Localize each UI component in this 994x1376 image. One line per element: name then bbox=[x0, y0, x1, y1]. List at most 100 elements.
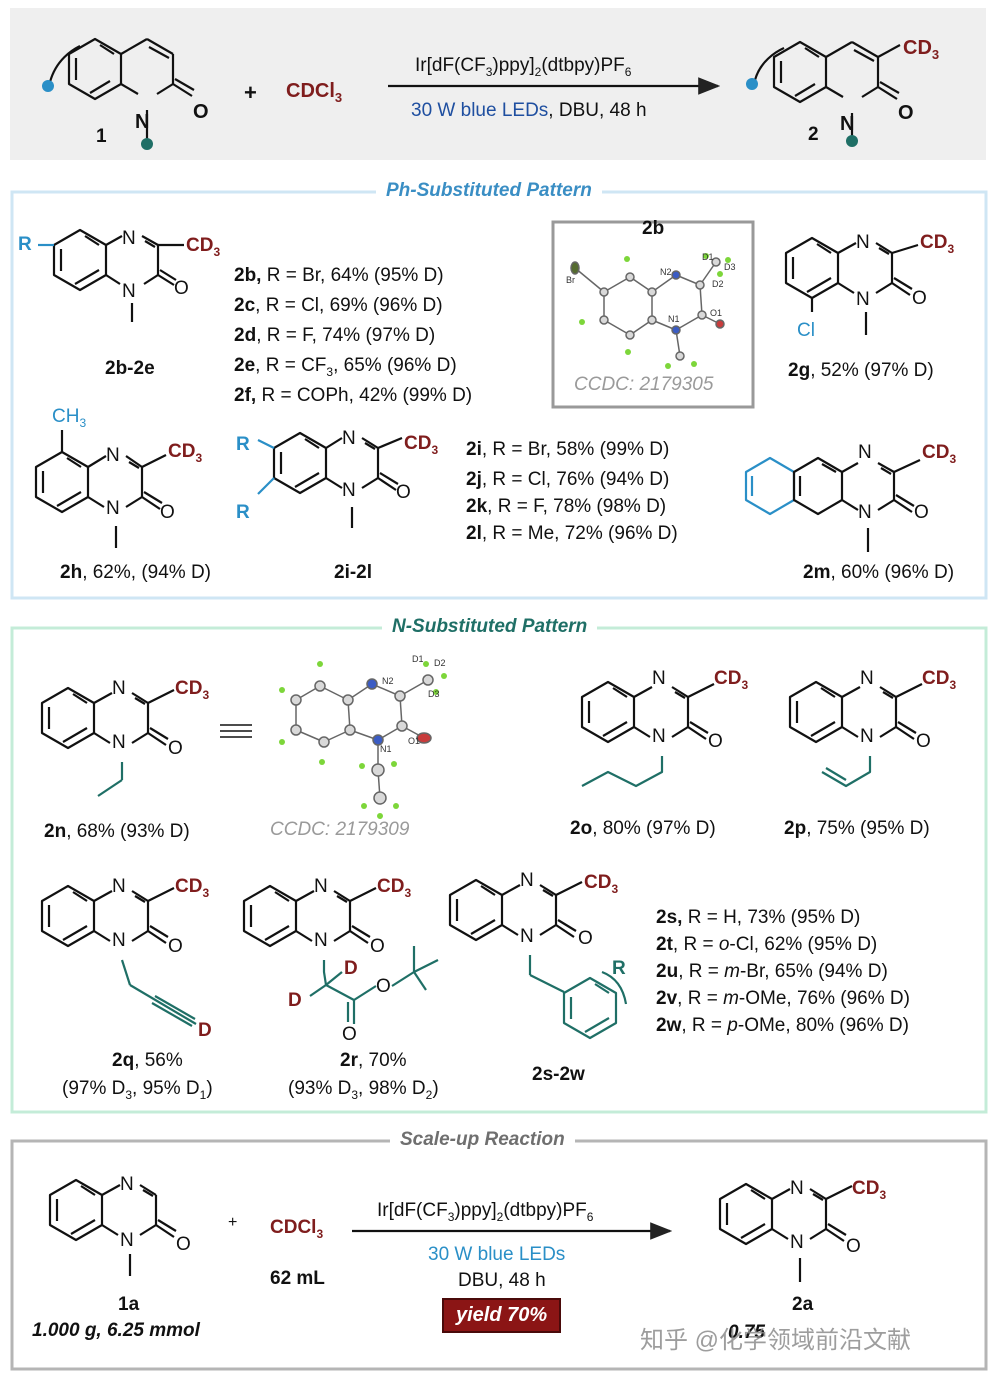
svg-text:D1: D1 bbox=[412, 654, 424, 664]
yield-2i: 2i, R = Br, 58% (99% D) bbox=[466, 439, 670, 460]
yield-2v: 2v, R = m-OMe, 76% (96% D) bbox=[656, 988, 910, 1009]
ph-section-title: Ph-Substituted Pattern bbox=[376, 180, 602, 202]
quinoxalinone-2q-structure bbox=[40, 884, 197, 1027]
n-substituent-dot bbox=[846, 135, 858, 147]
atom-O: O bbox=[708, 731, 723, 752]
atom-N: N bbox=[314, 930, 328, 951]
scaleup-section-title: Scale-up Reaction bbox=[390, 1129, 575, 1151]
atom-O: O bbox=[846, 1236, 861, 1257]
atom-N: N bbox=[790, 1232, 804, 1253]
yield-2o: 2o, 80% (97% D) bbox=[570, 818, 716, 839]
compound-1a-amount: 1.000 g, 6.25 mmol bbox=[32, 1320, 200, 1341]
deuterium-label: D bbox=[344, 958, 358, 979]
atom-O: O bbox=[160, 502, 175, 523]
compound-1a-label: 1a bbox=[118, 1294, 140, 1315]
yield-2j: 2j, R = Cl, 76% (94% D) bbox=[466, 469, 670, 490]
atom-O: O bbox=[168, 738, 183, 759]
cd3-group: CD3 bbox=[852, 1178, 887, 1202]
atom-O: O bbox=[916, 731, 931, 752]
crystal-2b-frame bbox=[551, 220, 755, 409]
plus-sign: + bbox=[244, 80, 257, 105]
header-reagent-cdcl3: CDCl3 bbox=[286, 80, 343, 105]
crystal-2b-label: 2b bbox=[642, 218, 665, 239]
quinoxalinone-2h-structure bbox=[34, 430, 167, 548]
quinoxalinone-2b-2e-structure bbox=[38, 228, 184, 322]
yield-2l: 2l, R = Me, 72% (96% D) bbox=[466, 523, 678, 544]
quinoxalinone-2a-structure bbox=[718, 1182, 853, 1282]
yield-badge: yield 70% bbox=[442, 1298, 562, 1333]
svg-text:O1: O1 bbox=[408, 736, 420, 746]
quinoxalinone-2i-2l-structure bbox=[257, 431, 403, 528]
cd3-group: CD3 bbox=[168, 441, 203, 465]
atom-N: N bbox=[856, 289, 870, 310]
atom-N: N bbox=[652, 726, 666, 747]
yield-2h: 2h, 62%, (94% D) bbox=[60, 562, 212, 583]
n-substituent-dot bbox=[141, 138, 153, 150]
atom-O: O bbox=[176, 1234, 191, 1255]
compound-2a-label: 2a bbox=[792, 1294, 814, 1315]
ch3-substituent: CH3 bbox=[52, 406, 87, 430]
cd3-group: CD3 bbox=[175, 876, 210, 900]
yield-2s: 2s, R = H, 73% (95% D) bbox=[656, 907, 861, 928]
quinolinone-1-structure bbox=[48, 37, 195, 140]
atom-N: N bbox=[122, 228, 136, 249]
cd3-group: CD3 bbox=[903, 37, 940, 62]
header-conditions: 30 W blue LEDs, DBU, 48 h bbox=[411, 100, 647, 121]
yield-2q: 2q, 56% bbox=[112, 1050, 183, 1071]
atom-N: N bbox=[112, 876, 126, 897]
quinoxalinone-1a-structure bbox=[48, 1178, 177, 1276]
yield-2t: 2t, R = o-Cl, 62% (95% D) bbox=[656, 934, 878, 955]
quinoxalinone-2r-structure bbox=[242, 884, 439, 1024]
cd3-group: CD3 bbox=[377, 876, 412, 900]
atom-N: N bbox=[135, 111, 150, 133]
svg-text:D2: D2 bbox=[712, 279, 724, 289]
cd3-group: CD3 bbox=[922, 442, 957, 466]
atom-O: O bbox=[912, 288, 927, 309]
r-group-label: R bbox=[18, 234, 32, 255]
cd3-group: CD3 bbox=[404, 433, 439, 457]
benzoquinoxalinone-2m-structure bbox=[744, 456, 921, 552]
svg-text:N2: N2 bbox=[382, 676, 394, 686]
atom-N: N bbox=[858, 442, 872, 463]
atom-N: N bbox=[856, 232, 870, 253]
svg-text:N2: N2 bbox=[660, 267, 672, 277]
atom-O: O bbox=[898, 102, 914, 124]
ester-oxygen: O bbox=[376, 976, 391, 997]
yield-2m: 2m, 60% (96% D) bbox=[803, 562, 955, 583]
n-section-title: N-Substituted Pattern bbox=[382, 616, 598, 638]
compound-2a-amount: 0.75 bbox=[728, 1322, 765, 1343]
yield-2c: 2c, R = Cl, 69% (96% D) bbox=[234, 295, 443, 316]
cd3-group: CD3 bbox=[186, 235, 221, 259]
yield-2d: 2d, R = F, 74% (97% D) bbox=[234, 325, 436, 346]
quinoxalinone-2p-structure bbox=[788, 680, 923, 788]
quinoxalinone-2g-structure bbox=[784, 236, 919, 335]
compound-label-2b-2e: 2b-2e bbox=[105, 358, 155, 379]
atom-N: N bbox=[112, 930, 126, 951]
n-section-frame bbox=[10, 626, 988, 1114]
crystal-2n-ccdc: CCDC: 2179309 bbox=[270, 819, 410, 840]
cl-substituent: Cl bbox=[797, 320, 815, 341]
atom-O: O bbox=[396, 482, 411, 503]
crystal-2b-ccdc: CCDC: 2179305 bbox=[574, 374, 714, 395]
compound-1-label: 1 bbox=[96, 126, 107, 147]
carbonyl-oxygen: O bbox=[342, 1024, 357, 1045]
scaleup-reagent-amount: 62 mL bbox=[270, 1268, 325, 1289]
atom-O: O bbox=[174, 278, 189, 299]
yield-2k: 2k, R = F, 78% (98% D) bbox=[466, 496, 667, 517]
scaleup-catalyst: Ir[dF(CF3)ppy]2(dtbpy)PF6 bbox=[377, 1200, 594, 1224]
quinoxalinone-2n-structure bbox=[40, 686, 252, 797]
atom-O: O bbox=[193, 101, 209, 123]
yield-2n: 2n, 68% (93% D) bbox=[44, 821, 190, 842]
substituent-dot bbox=[42, 80, 54, 92]
cd3-group: CD3 bbox=[920, 232, 955, 256]
yield-2e: 2e, R = CF3, 65% (96% D) bbox=[234, 355, 457, 379]
yield-2u: 2u, R = m-Br, 65% (94% D) bbox=[656, 961, 888, 982]
scaleup-conditions: DBU, 48 h bbox=[458, 1270, 546, 1291]
atom-O: O bbox=[168, 936, 183, 957]
svg-text:D3: D3 bbox=[428, 689, 440, 699]
atom-N: N bbox=[112, 732, 126, 753]
plus-sign: + bbox=[228, 1214, 238, 1231]
atom-N: N bbox=[112, 678, 126, 699]
watermark: 知乎 @化学领域前沿文献 bbox=[640, 1327, 912, 1354]
